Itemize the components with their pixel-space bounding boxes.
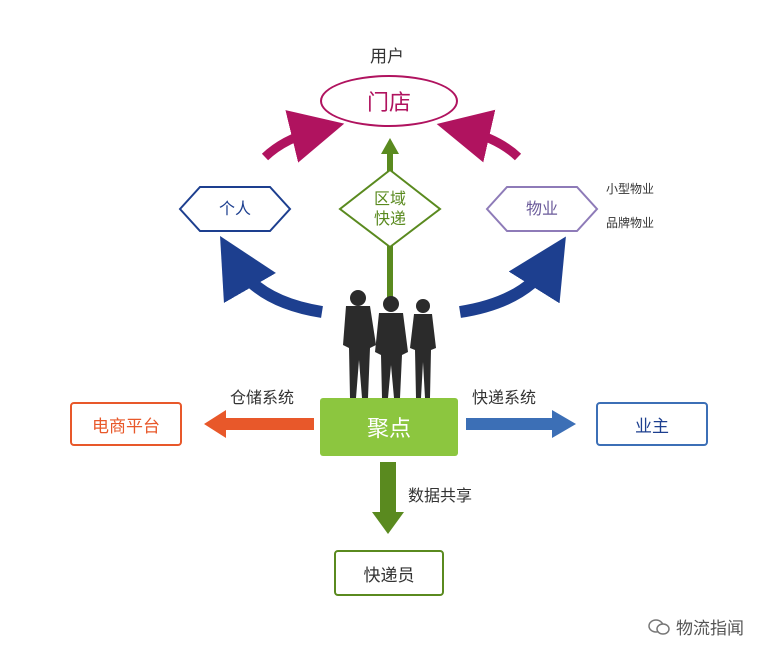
regional-express-text: 区域 快递 (355, 188, 425, 230)
individual-diamond (178, 186, 292, 232)
store-label: 门店 (366, 91, 411, 116)
property-note-brand: 品牌物业 (606, 216, 655, 230)
green-up-arrowhead (381, 138, 399, 154)
store-oval: 门店 (320, 75, 458, 127)
people-silhouette (343, 290, 436, 398)
watermark: 物流指闻 (648, 614, 744, 639)
hub-label: 聚点 (366, 417, 411, 442)
green-down-shaft (380, 462, 396, 516)
warehouse-system-label: 仓储系统 (230, 388, 295, 407)
property-label: 物业 (525, 199, 558, 218)
watermark-text: 物流指闻 (676, 619, 744, 639)
left-magenta-arrow (261, 110, 345, 163)
courier-label: 快递员 (363, 565, 415, 586)
express-system-label: 快递系统 (472, 388, 537, 407)
wechat-icon (648, 618, 670, 635)
ecommerce-platform-box: 电商平台 (70, 402, 182, 446)
ecommerce-platform-label: 电商平台 (92, 416, 160, 437)
blue-arrow-shaft (466, 418, 556, 430)
individual-label: 个人 (218, 199, 251, 218)
owner-label: 业主 (635, 416, 669, 437)
right-magenta-arrow (436, 109, 522, 163)
regional-express-line-2: 快递 (373, 209, 406, 228)
data-sharing-label: 数据共享 (408, 486, 473, 505)
left-navy-arrow (220, 236, 323, 318)
regional-express-line-1: 区域 (373, 189, 406, 208)
green-down-arrowhead (372, 512, 404, 534)
right-navy-arrow (459, 236, 566, 318)
orange-arrowhead (204, 410, 226, 438)
courier-box: 快递员 (334, 550, 444, 596)
orange-arrow-shaft (222, 418, 314, 430)
property-diamond (485, 186, 599, 232)
hub-box: 聚点 (320, 398, 458, 456)
users-label: 用户 (370, 47, 404, 67)
property-note-small: 小型物业 (606, 182, 655, 196)
owner-box: 业主 (596, 402, 708, 446)
regional-express-diamond (338, 168, 442, 249)
blue-arrowhead (552, 410, 576, 438)
